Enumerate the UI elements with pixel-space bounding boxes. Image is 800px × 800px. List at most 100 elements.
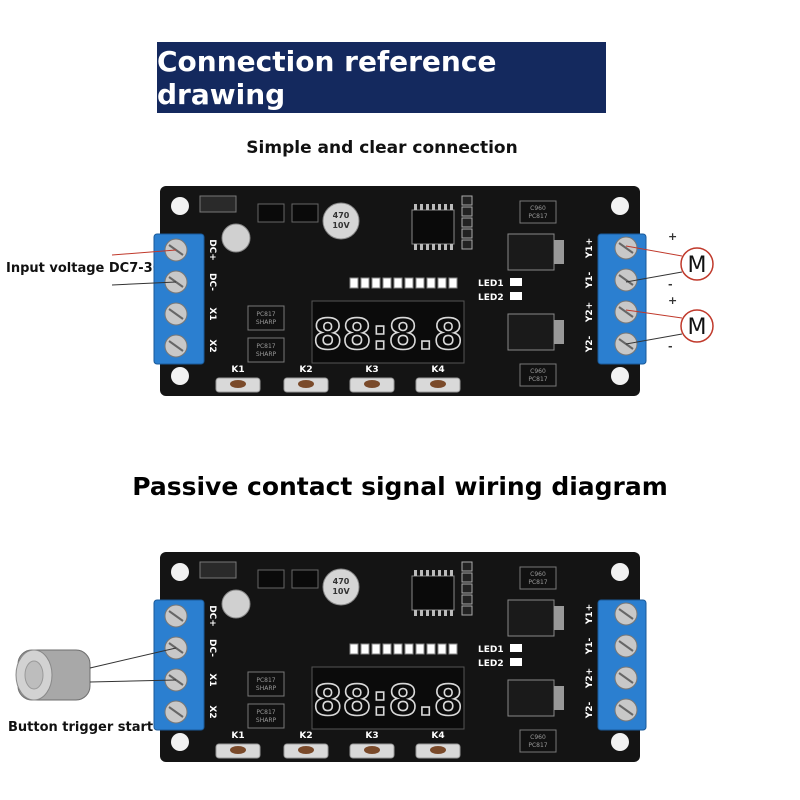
subtitle: Simple and clear connection [246, 138, 518, 158]
smd-resistor [437, 277, 447, 289]
button-label: K4 [431, 731, 444, 741]
motor-symbol: M [688, 315, 707, 340]
input-voltage-label: Input voltage DC7-30V [6, 261, 172, 276]
ic-small [257, 203, 285, 223]
left-terminal-label: DC- [207, 639, 217, 657]
smd-resistor [404, 277, 414, 289]
button-cap [430, 746, 446, 754]
motor-wire-positive [625, 309, 683, 319]
left-terminal-label: DC+ [207, 239, 217, 261]
pcb-board-2: DC+DC-X1X2Y1+Y1-Y2+Y2-47010V88:8.8PC817S… [153, 552, 647, 762]
chip-text: SHARP [256, 319, 277, 326]
button-label: K1 [231, 365, 244, 375]
chip-pin [432, 570, 435, 576]
led [510, 278, 522, 286]
chip-pin [438, 204, 441, 210]
optocoupler [247, 337, 285, 363]
chip-pin [438, 570, 441, 576]
capacitor-text: 470 [333, 211, 350, 220]
chip-text: PC817 [528, 213, 547, 220]
motor-wire-negative [625, 271, 683, 283]
right-terminal-label: Y2+ [585, 302, 595, 323]
mosfet-tab [554, 606, 564, 630]
mounting-hole [171, 367, 189, 385]
button-label: K3 [365, 365, 378, 375]
chip-pin [450, 244, 453, 250]
mounting-hole [171, 563, 189, 581]
button-cap [364, 380, 380, 388]
right-terminal-label: Y1+ [585, 604, 595, 625]
mounting-hole [611, 563, 629, 581]
mosfet [507, 233, 555, 271]
smd-resistor [404, 643, 414, 655]
chip-pin [432, 244, 435, 250]
chip-pin [426, 204, 429, 210]
led-display [311, 666, 465, 730]
button-label: K2 [299, 365, 312, 375]
section2-title: Passive contact signal wiring diagram [132, 472, 668, 501]
capacitor-large [322, 202, 360, 240]
smd-resistor [437, 643, 447, 655]
mcu-chip [411, 209, 455, 245]
button-cap [230, 746, 246, 754]
header-pin [461, 583, 473, 594]
led [510, 292, 522, 300]
chip-pin [414, 610, 417, 616]
chip-pin [444, 204, 447, 210]
header-pin [461, 594, 473, 605]
screw-slot [618, 672, 634, 684]
smd-resistor [382, 277, 392, 289]
right-terminal-label: Y2+ [585, 668, 595, 689]
chip-pin [426, 244, 429, 250]
capacitor-text: 10V [332, 587, 350, 596]
chip-pin [444, 244, 447, 250]
chip-pin [444, 570, 447, 576]
left-terminal-label: X1 [207, 307, 217, 320]
smd-resistor [349, 643, 359, 655]
screw-slot [168, 706, 184, 718]
mounting-hole [611, 367, 629, 385]
button-wire-2 [89, 679, 177, 683]
header-pin [461, 195, 473, 206]
motor-wire-negative [625, 333, 683, 345]
smd-resistor [360, 643, 370, 655]
left-terminal-label: DC- [207, 273, 217, 291]
chip-text: PC817 [256, 343, 275, 350]
chip-pin [438, 244, 441, 250]
chip-pin [426, 610, 429, 616]
display-digits: 88:8.8 [313, 676, 463, 725]
chip-text: C960 [530, 571, 546, 578]
smd-resistor [382, 643, 392, 655]
optocoupler [247, 305, 285, 331]
screw-slot [168, 308, 184, 320]
chip-text: PC817 [528, 579, 547, 586]
chip-pin [426, 570, 429, 576]
right-terminal-label: Y2- [585, 335, 595, 353]
optocoupler [519, 363, 557, 387]
input-wire-positive [111, 249, 177, 256]
header-pin [461, 239, 473, 250]
left-terminal-label: DC+ [207, 605, 217, 627]
chip-text: PC817 [256, 709, 275, 716]
left-terminal-label: X1 [207, 673, 217, 686]
optocoupler [247, 703, 285, 729]
optocoupler [519, 200, 557, 224]
chip-pin [414, 570, 417, 576]
button-cap [298, 746, 314, 754]
screw-slot [618, 242, 634, 254]
optocoupler [247, 671, 285, 697]
chip-pin [414, 244, 417, 250]
mounting-hole [611, 197, 629, 215]
minus-sign: - [668, 278, 673, 291]
mosfet-tab [554, 320, 564, 344]
smd-resistor [448, 643, 458, 655]
chip-pin [450, 610, 453, 616]
metal-push-button [15, 647, 177, 701]
chip-text: PC817 [528, 742, 547, 749]
button-label: K3 [365, 731, 378, 741]
led-label: LED1 [478, 279, 504, 289]
pcb-board-1: DC+DC-X1X2Y1+Y1-Y2+Y2-47010V88:8.8PC817S… [153, 186, 647, 396]
button-label: K2 [299, 731, 312, 741]
smd-resistor [393, 277, 403, 289]
optocoupler [519, 566, 557, 590]
